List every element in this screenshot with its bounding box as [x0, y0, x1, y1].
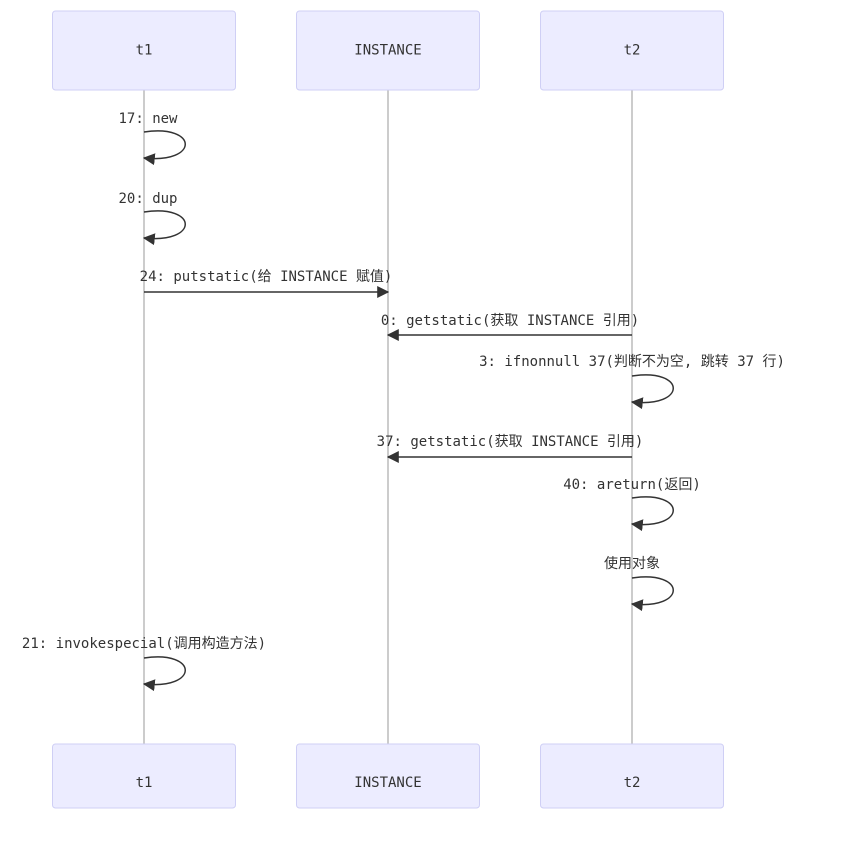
self-loop-arrow [142, 656, 186, 692]
self-loop-arrow [142, 210, 186, 246]
message-label: 使用对象 [604, 555, 660, 572]
self-loop-arrow [630, 576, 674, 612]
message-label: 3: ifnonnull 37(判断不为空, 跳转 37 行) [479, 354, 785, 370]
message-7: 使用对象 [604, 555, 674, 612]
participant-box [52, 10, 236, 91]
message-label: 17: new [118, 111, 178, 127]
message-label: 24: putstatic(给 INSTANCE 赋值) [140, 269, 393, 285]
participant-label: t1 [136, 775, 153, 791]
self-loop-arrow [142, 130, 186, 166]
participant-box [52, 743, 236, 809]
participant-box [296, 743, 480, 809]
participant-top-t1: t1 [52, 10, 236, 91]
participant-bottom-t1: t1 [52, 743, 236, 809]
self-loop-arrow [630, 496, 674, 532]
participant-label: t2 [624, 43, 641, 59]
participant-box [296, 10, 480, 91]
participant-label: INSTANCE [354, 43, 421, 59]
message-5: 37: getstatic(获取 INSTANCE 引用) [377, 434, 644, 463]
participant-box [540, 743, 724, 809]
message-label: 40: areturn(返回) [563, 477, 701, 493]
message-6: 40: areturn(返回) [563, 477, 701, 532]
self-loop-arrow [630, 374, 674, 410]
message-2: 24: putstatic(给 INSTANCE 赋值) [140, 269, 393, 298]
participant-top-instance: INSTANCE [296, 10, 480, 91]
participant-label: INSTANCE [354, 775, 421, 791]
participant-box [540, 10, 724, 91]
participant-label: t2 [624, 775, 641, 791]
messages: 17: new 20: dup 24: putstatic(给 INSTANCE 赋… [22, 111, 785, 692]
message-8: 21: invokespecial(调用构造方法) [22, 636, 266, 692]
message-0: 17: new [118, 111, 186, 166]
participant-top-t2: t2 [540, 10, 724, 91]
message-label: 21: invokespecial(调用构造方法) [22, 636, 266, 652]
participant-bottom-instance: INSTANCE [296, 743, 480, 809]
message-label: 37: getstatic(获取 INSTANCE 引用) [377, 434, 644, 450]
message-3: 0: getstatic(获取 INSTANCE 引用) [381, 313, 639, 341]
message-4: 3: ifnonnull 37(判断不为空, 跳转 37 行) [479, 354, 785, 410]
message-label: 0: getstatic(获取 INSTANCE 引用) [381, 313, 639, 329]
participant-label: t1 [136, 43, 153, 59]
lifelines [143, 90, 633, 744]
message-1: 20: dup [118, 191, 186, 246]
message-label: 20: dup [118, 191, 177, 207]
participant-bottom-t2: t2 [540, 743, 724, 809]
